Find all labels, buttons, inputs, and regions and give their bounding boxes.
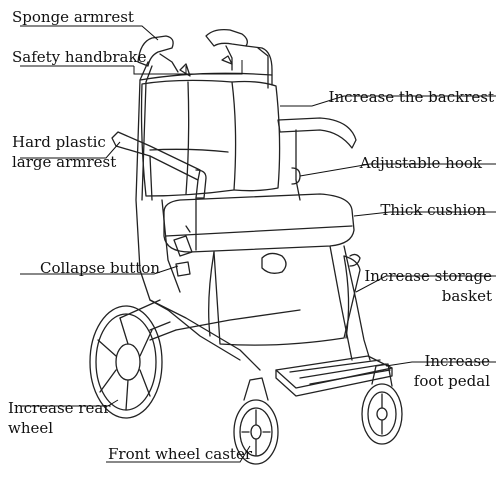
leader-foot-pedal [385, 361, 496, 367]
rear-wheel [89, 305, 171, 419]
label-front-wheel-caster: Front wheel caster [108, 444, 252, 464]
seat-cushion [163, 193, 355, 253]
label-increase-foot-pedal: Increase foot pedal [414, 351, 490, 391]
leader-cushion [353, 211, 496, 217]
label-hard-plastic-line1: Hard plastic [12, 133, 106, 151]
label-sponge-armrest-text: Sponge armrest [12, 8, 134, 26]
leader-rear-wheel [20, 399, 119, 407]
storage-basket [208, 251, 361, 346]
label-collapse-button: Collapse button [40, 258, 160, 278]
front-caster-left [233, 377, 279, 465]
leader-handbrake-bracket [133, 60, 243, 75]
leader-storage [355, 275, 496, 293]
label-safety-handbrake-text: Safety handbrake [12, 48, 147, 66]
seat-frame [119, 179, 371, 371]
label-sponge-armrest: Sponge armrest [12, 7, 134, 27]
label-increase-rear-wheel: Increase rear wheel [8, 398, 110, 438]
leader-lines [20, 25, 496, 463]
foot-pedal [275, 355, 393, 397]
label-thick-cushion: Thick cushion [380, 200, 486, 220]
leader-collapse-button [20, 265, 179, 275]
label-increase-storage-line1: Increase storage [364, 267, 492, 285]
label-thick-cushion-text: Thick cushion [380, 201, 486, 219]
label-hard-plastic-line2: large armrest [12, 153, 117, 171]
label-adjustable-hook: Adjustable hook [360, 153, 482, 173]
leader-hard-plastic [20, 141, 121, 159]
label-increase-storage-line2: basket [441, 287, 492, 305]
collapse-mechanism [173, 225, 193, 277]
label-increase-foot-line1: Increase [424, 352, 490, 370]
armrest-right [277, 117, 357, 181]
label-increase-backrest-text: Increase the backrest [328, 88, 494, 106]
label-collapse-button-text: Collapse button [40, 259, 160, 277]
label-adjustable-hook-text: Adjustable hook [359, 154, 482, 172]
leader-front-caster [106, 445, 251, 463]
armrest-left [111, 131, 207, 201]
handle-grip-right [205, 28, 248, 47]
back-frame [135, 45, 273, 271]
label-front-wheel-caster-text: Front wheel caster [108, 445, 253, 463]
label-increase-rear-line1: Increase rear [8, 399, 111, 417]
label-increase-backrest: Increase the backrest [329, 87, 494, 107]
leader-hook [299, 163, 496, 177]
front-caster-right [361, 363, 403, 445]
label-hard-plastic-armrest: Hard plastic large armrest [12, 132, 116, 172]
backrest [140, 79, 281, 197]
leader-sponge-armrest [20, 25, 159, 41]
leader-backrest [280, 95, 496, 107]
label-increase-foot-line2: foot pedal [413, 372, 490, 390]
label-safety-handbrake: Safety handbrake [12, 47, 146, 67]
handle-grip-left [137, 35, 174, 67]
label-increase-storage-basket: Increase storage basket [364, 266, 492, 306]
label-increase-rear-line2: wheel [8, 419, 54, 437]
